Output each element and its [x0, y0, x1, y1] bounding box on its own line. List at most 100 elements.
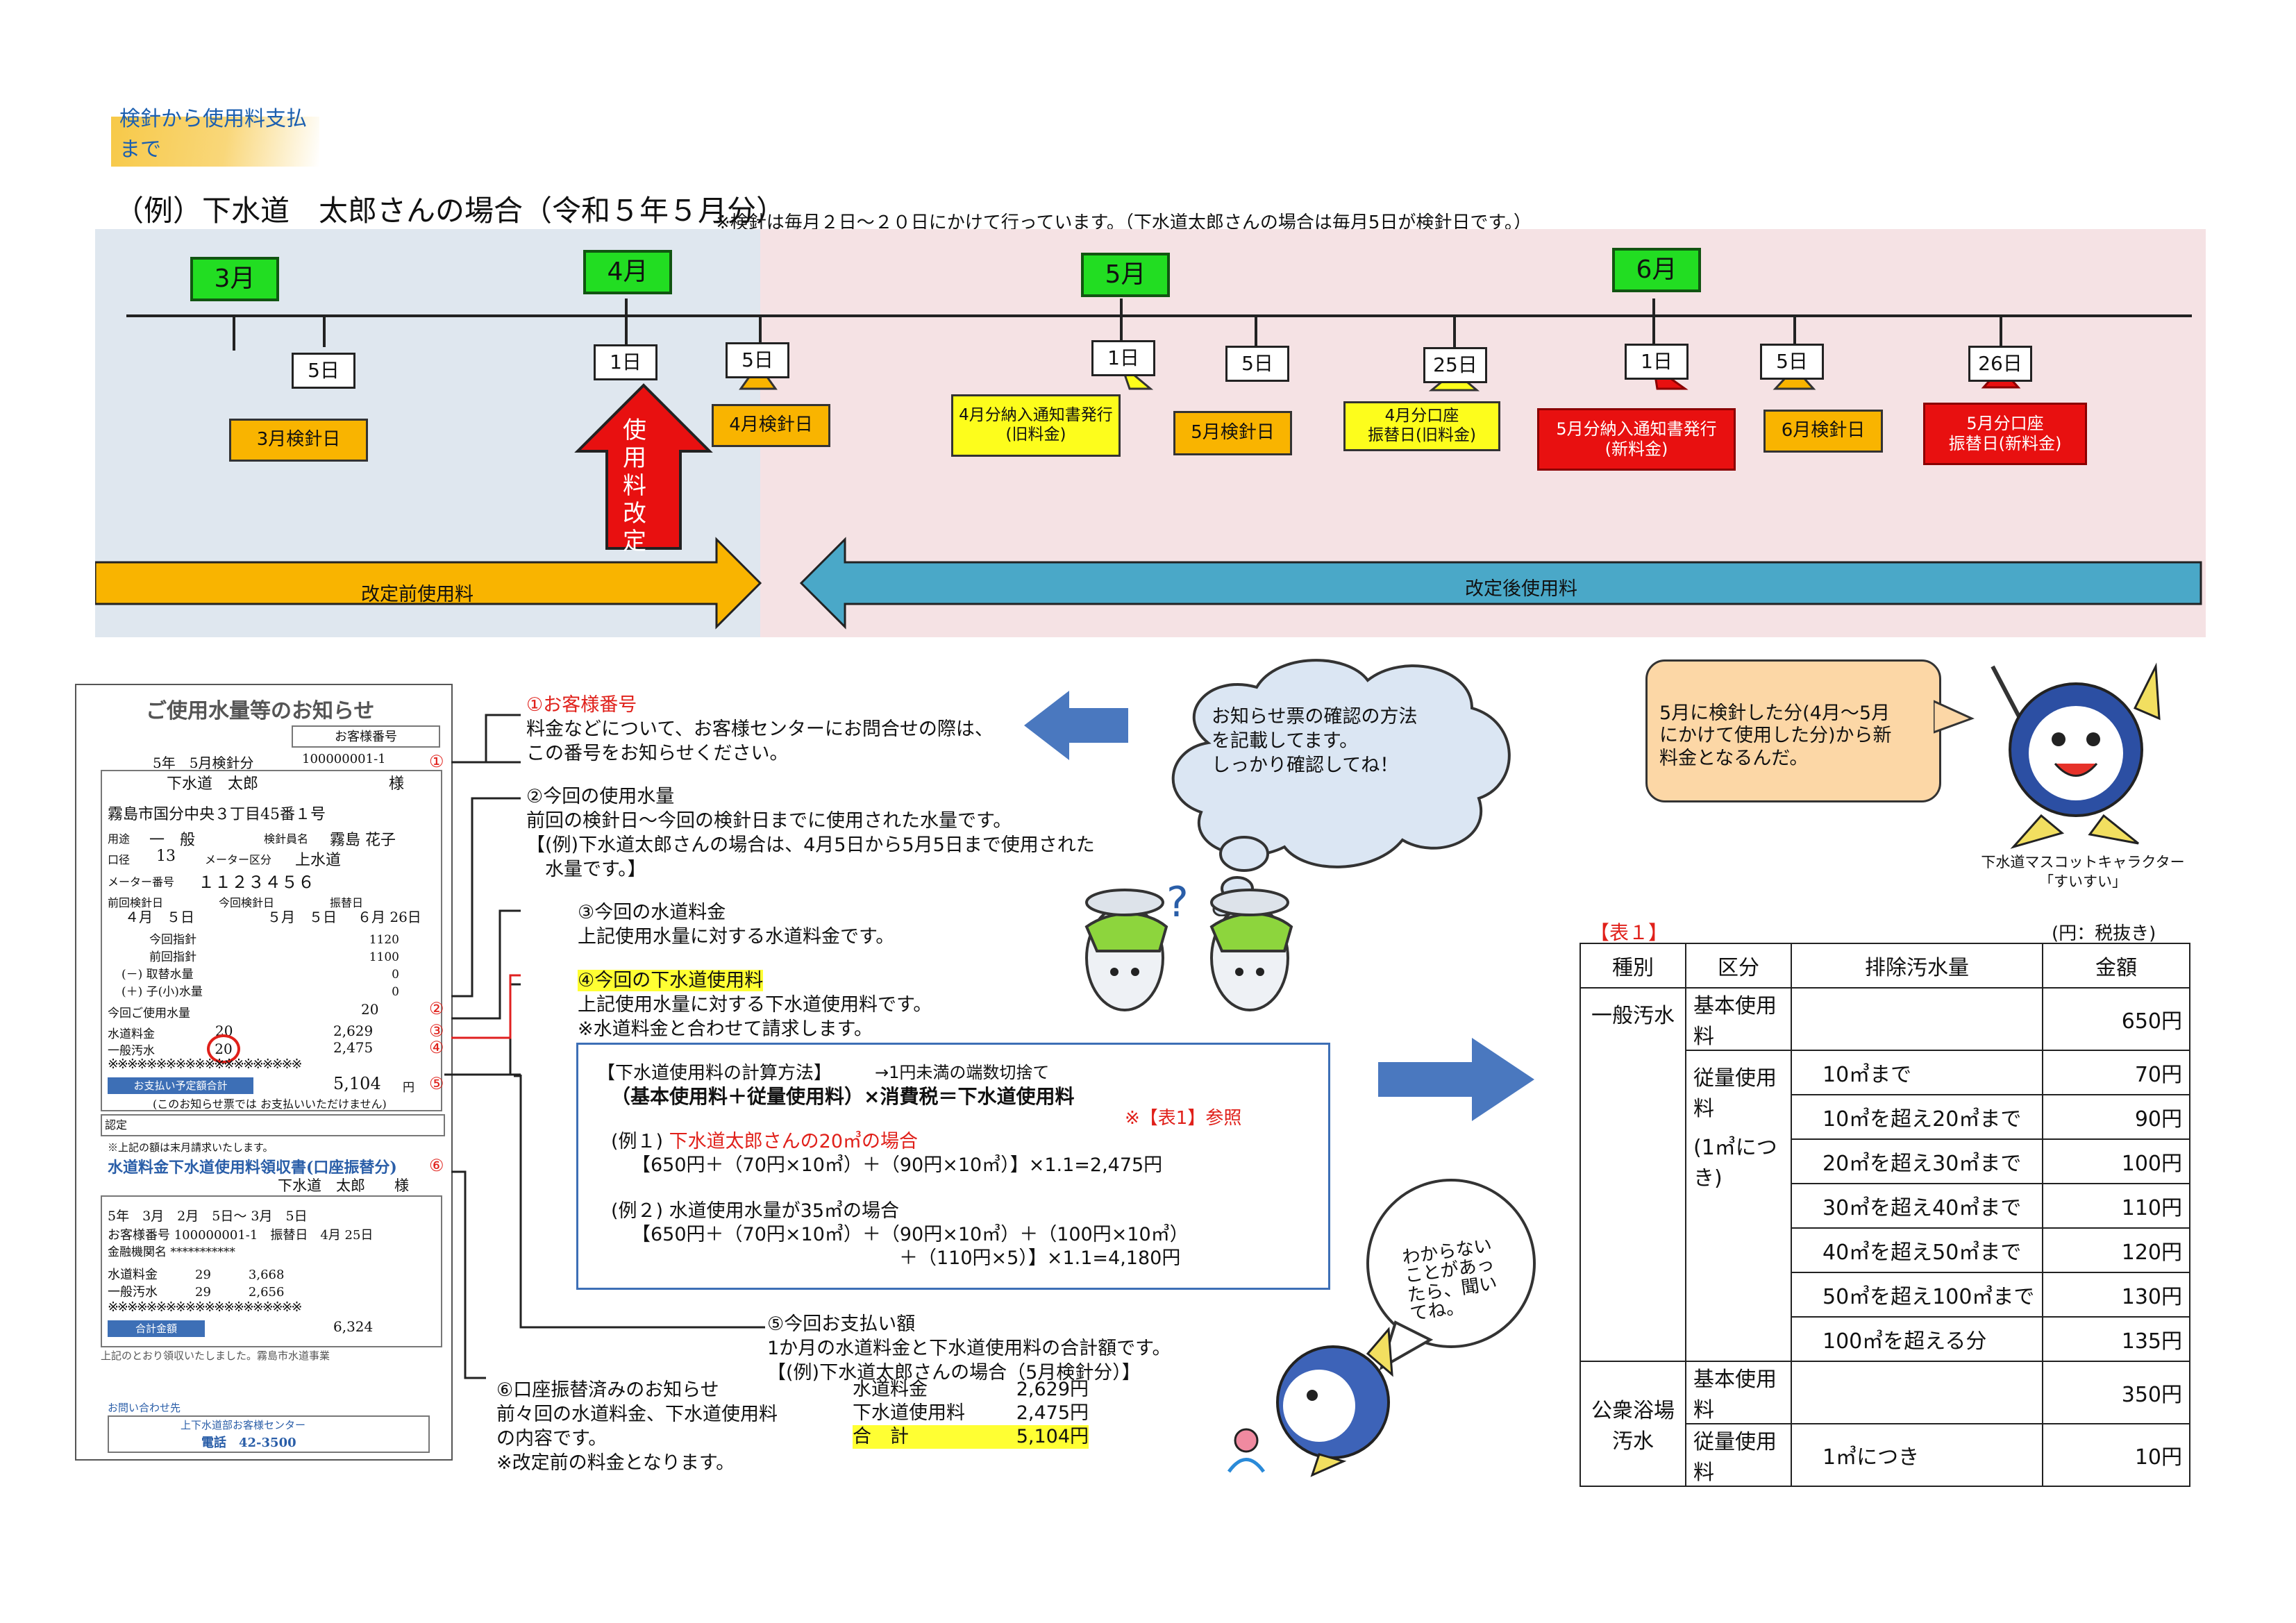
total-label: お支払い予定額合計 [108, 1077, 253, 1094]
explain-2-body: 前回の検針日～今回の検針日までに使用された水量です。 【(例)下水道太郎さんの場… [526, 810, 1095, 881]
fee-header: 種別 [1579, 943, 1686, 989]
reading-label: 今回指針 [149, 933, 196, 947]
connector-lines [444, 714, 765, 1379]
use-label: 用途 [108, 832, 131, 846]
reading-label: (＋) 子(小)水量 [121, 985, 203, 999]
explain-5-body: 1か月の水道料金と下水道使用料の合計額です。 【(例)下水道太郎さんの場合（5月… [767, 1338, 1171, 1384]
contact-box [108, 1415, 430, 1453]
cur-date-label: 今回検針日 [219, 896, 275, 909]
table-row: 一般汚水 基本使用料 650円 [1579, 987, 2190, 1362]
explain-1-body: 料金などについて、お客様センターにお問合せの際は、 この番号をお知らせください。 [526, 718, 994, 765]
stars-row: ※※※※※※※※※※※※※※※※※※※※ [108, 1300, 302, 1315]
day-may-1: 1日 [1091, 340, 1155, 376]
event-apr-transfer: 4月分口座 振替日(旧料金) [1343, 401, 1500, 451]
yen-unit: 円 [403, 1081, 414, 1095]
breakdown-total-label: 合 計 [853, 1426, 909, 1447]
memo-box: 認定 [101, 1114, 445, 1136]
fee-range: 1㎥につき [1791, 1423, 2043, 1487]
reading-value: 0 [392, 968, 399, 982]
mascot-bubble [1645, 659, 1941, 802]
right-arrow-icon [1378, 1038, 1534, 1121]
address: 霧島市国分中央３丁目45番１号 [108, 806, 326, 823]
month-april: 4月 [583, 250, 672, 294]
day-apr-1: 1日 [594, 344, 657, 380]
honorific: 様 [389, 775, 405, 793]
explain-3-body: 上記使用水量に対する水道料金です。 [578, 926, 895, 948]
explain-6: ⑥口座振替済みのお知らせ 前々回の水道料金、下水道使用料 の内容です。 ※改定前… [496, 1378, 778, 1475]
reading-label: (－) 取替水量 [121, 968, 194, 982]
ask-bubble [1366, 1179, 1536, 1371]
fee-amount: 130円 [2042, 1272, 2190, 1318]
suisui-mascot-icon [1991, 662, 2161, 849]
sewer-label: 一般汚水 [108, 1044, 155, 1058]
day-apr-5: 5日 [726, 342, 789, 378]
reading-label: 前回指針 [149, 950, 196, 964]
month-may: 5月 [1081, 253, 1170, 297]
calc-ex1: (例１) 下水道太郎さんの20㎥の場合 [611, 1126, 918, 1153]
after-label: 改定後使用料 [1465, 578, 1577, 600]
explain-6-head: ⑥口座振替済みのお知らせ [496, 1379, 719, 1401]
day-may-25: 25日 [1423, 347, 1487, 383]
meter-no: １１２３４５６ [198, 873, 315, 892]
fee-amount: 110円 [2042, 1183, 2190, 1229]
receipt-title: 水道料金下水道使用料領収書(口座振替分) [108, 1159, 397, 1177]
explain-3: ③今回の水道料金 上記使用水量に対する水道料金です。 [578, 900, 894, 949]
fee-header: 金額 [2042, 943, 2190, 989]
notice-title: ご使用水量等のお知らせ [146, 699, 375, 723]
table-row: 従量使用料 1㎥につき 10円 [1580, 1423, 2190, 1487]
transfer-date: ６月 26日 [358, 909, 421, 925]
fee-range: 100㎥を超える分 [1791, 1316, 2043, 1362]
left-arrow-icon [1024, 691, 1128, 760]
explain-3-head: ③今回の水道料金 [578, 902, 726, 923]
breakdown-total: 5,104円 [1016, 1426, 1089, 1447]
mascot-pair-icon: ? [1084, 878, 1293, 1011]
reader-name: 霧島 花子 [330, 832, 396, 849]
fee-range [1791, 987, 2043, 1051]
meter-class: 上水道 [295, 852, 342, 869]
explain-5: ⑤今回お支払い額 1か月の水道料金と下水道使用料の合計額です。 【(例)下水道太… [767, 1312, 1171, 1385]
calc-ref: ※【表1】参照 [1125, 1108, 1242, 1129]
bore-value: 13 [156, 848, 176, 865]
calc-rounding: →1円未満の端数切捨て [875, 1063, 1050, 1082]
calc-formula: （基本使用料＋従量使用料）×消費税＝下水道使用料 [611, 1085, 1075, 1108]
explain-4-body: 上記使用水量に対する下水道使用料です。 ※水道料金と合わせて請求します。 [578, 994, 932, 1041]
bore-label: 口径 [108, 853, 131, 866]
event-may-invoice: 5月分納入通知書発行 (新料金) [1537, 408, 1736, 471]
prev-date-label: 前回検針日 [108, 896, 164, 909]
marker-1: ① [429, 752, 444, 771]
fee-amount: 100円 [2042, 1138, 2190, 1184]
calc-ex2-label: (例２) 水道使用水量が35㎥の場合 [611, 1200, 900, 1222]
explain-6-body: 前々回の水道料金、下水道使用料 の内容です。 ※改定前の料金となります。 [496, 1404, 778, 1474]
explain-1: ①お客様番号 料金などについて、お客様センターにお問合せの際は、 この番号をお知… [526, 693, 994, 766]
explain-1-head: ①お客様番号 [526, 694, 637, 716]
receipt-period: 5年 3月 2月 5日～ 3月 5日 [108, 1209, 308, 1224]
fee-basic: 基本使用料 [1685, 987, 1792, 1051]
cur-date: ５月 ５日 [267, 909, 337, 925]
receipt-body [101, 1195, 442, 1347]
notice-footnote: (このお知らせ票では お支払いいただけません) [153, 1098, 387, 1111]
reader-label: 検針員名 [264, 832, 309, 846]
calc-title: 【下水道使用料の計算方法】 [597, 1063, 832, 1084]
fee-metered-label: 従量使用料 [1693, 1066, 1777, 1121]
breakdown-label: 下水道使用料 [853, 1402, 965, 1424]
fee-metered: 従量使用料 [1685, 1423, 1792, 1487]
reading-value: 0 [392, 985, 399, 999]
fee-range: 40㎥を超え50㎥まで [1791, 1227, 2043, 1273]
fee-amount: 135円 [2042, 1316, 2190, 1362]
fee-per-m3: (1㎥につき) [1693, 1136, 1777, 1191]
mascot-caption: 下水道マスコットキャラクター 「すいすい」 [1981, 854, 2185, 891]
day-may-5: 5日 [1225, 346, 1289, 382]
explain-5-head: ⑤今回お支払い額 [767, 1313, 916, 1335]
fee-header: 区分 [1685, 943, 1792, 989]
fee-table-unit: (円：税抜き) [2052, 923, 2156, 944]
event-jun-reading: 6月検針日 [1763, 410, 1883, 453]
calc-ex2-calc1: 【650円＋（70円×10㎥）＋（90円×10㎥）＋（100円×10㎥） [632, 1224, 1189, 1245]
section-tag: 検針から使用料支払まで [111, 107, 319, 167]
bank-name: 金融機関名 *********** [108, 1245, 235, 1259]
marker-5: ⑤ [429, 1074, 444, 1093]
